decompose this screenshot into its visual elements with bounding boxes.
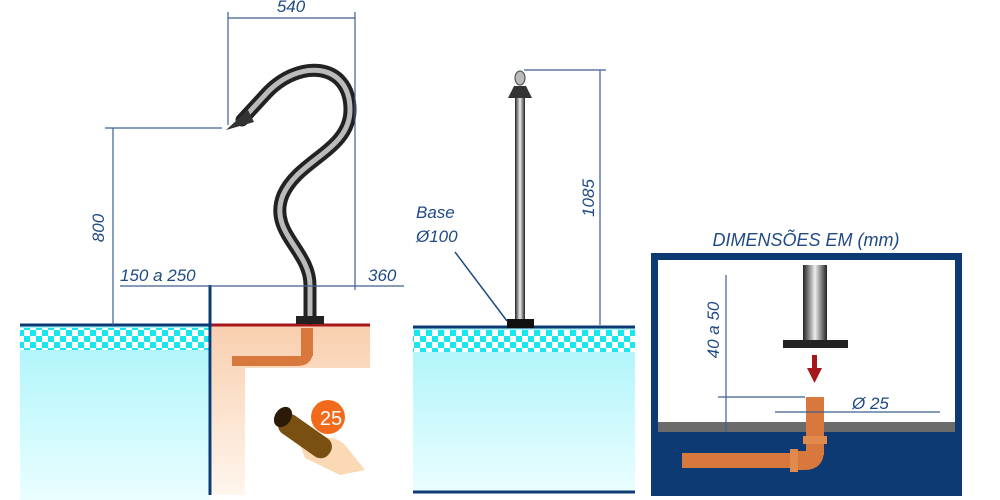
leader-arrow — [454, 251, 508, 322]
dimension-pipe-diameter: Ø 25 — [851, 394, 889, 413]
nozzle-icon — [226, 110, 254, 130]
panel-side-view-hook-fountain: 25 540 800 150 a 250 360 — [20, 0, 404, 500]
panel-installation-detail: DIMENSÕES EM (mm) 40 a 50 Ø 25 — [651, 229, 962, 496]
diameter-badge — [311, 400, 345, 434]
hand-holding-pipe-icon — [273, 406, 365, 475]
pool-tile-band — [413, 330, 635, 352]
label-base-diameter: Ø100 — [415, 227, 458, 246]
label-base: Base — [416, 203, 455, 222]
units-title: DIMENSÕES EM (mm) — [713, 229, 900, 250]
fountain-base — [296, 316, 324, 324]
dimension-40-a-50: 40 a 50 — [704, 301, 723, 358]
dimension-360: 360 — [368, 266, 397, 285]
pole-fountain-body — [515, 95, 525, 320]
insert-arrow-icon — [807, 355, 822, 383]
pool-water — [20, 325, 210, 500]
panel-side-view-pole-fountain: Base Ø100 1085 — [413, 69, 635, 494]
dimension-150-a-250: 150 a 250 — [120, 266, 196, 285]
dimension-1085: 1085 — [579, 179, 598, 217]
copper-pipe — [232, 328, 313, 366]
pole-finial — [508, 86, 532, 98]
diameter-badge-value: 25 — [320, 408, 342, 430]
dimension-800: 800 — [89, 213, 108, 242]
pole-base — [507, 319, 534, 328]
hook-fountain-body — [235, 63, 357, 325]
fountain-flange — [783, 340, 848, 348]
pool-water — [413, 327, 635, 492]
fountain-tube — [803, 265, 827, 340]
dimension-540: 540 — [277, 0, 306, 16]
pool-tile-band — [20, 328, 210, 350]
